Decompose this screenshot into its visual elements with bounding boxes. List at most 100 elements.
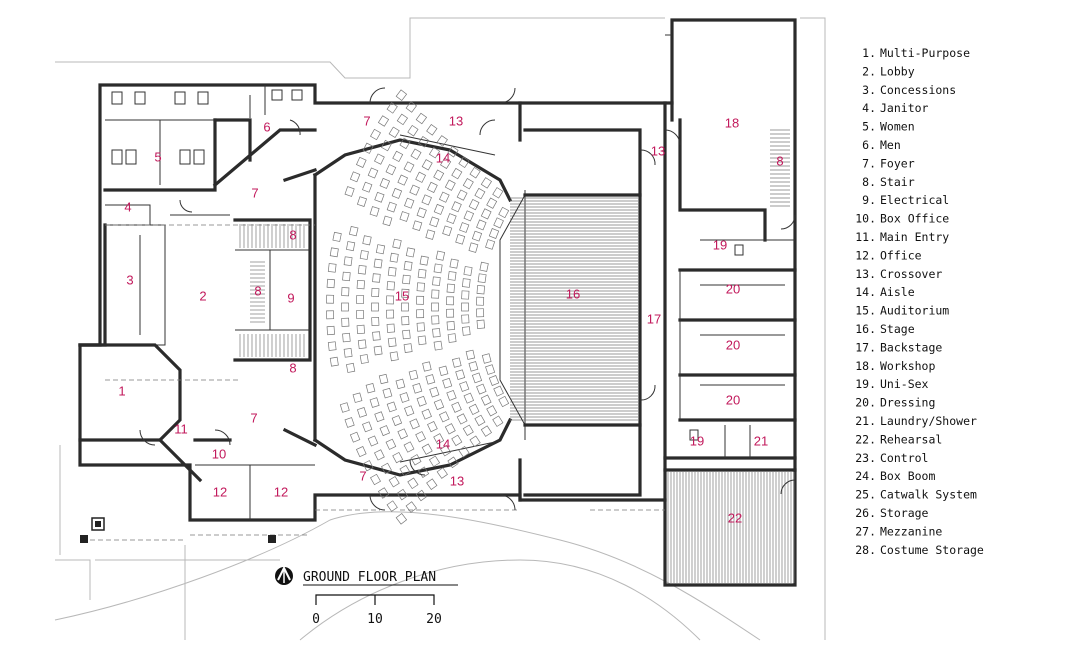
legend-number: 4. <box>862 101 876 115</box>
seat <box>480 394 492 406</box>
seat <box>433 263 443 274</box>
seat <box>474 414 486 427</box>
room-label: 14 <box>436 436 450 451</box>
seat <box>431 289 440 299</box>
seat <box>485 364 496 375</box>
seat <box>399 211 410 222</box>
seat <box>480 177 492 189</box>
seat <box>326 294 335 304</box>
room-label: 4 <box>124 199 131 214</box>
seat <box>468 242 479 253</box>
seat <box>362 181 373 193</box>
legend-label: Aisle <box>880 285 915 299</box>
seat <box>386 201 397 213</box>
seat <box>415 112 428 125</box>
seat <box>359 250 369 260</box>
scale-bar: 0 10 20 <box>312 594 442 627</box>
seat <box>435 250 446 261</box>
seat <box>455 369 466 380</box>
legend-label: Crossover <box>880 267 942 281</box>
seat <box>476 319 486 329</box>
legend-number: 22. <box>855 432 876 446</box>
seat <box>449 258 459 269</box>
seat <box>427 421 438 433</box>
legend-label: Rehearsal <box>880 432 942 446</box>
legend-number: 23. <box>855 451 876 465</box>
seat <box>416 282 425 292</box>
legend-number: 16. <box>855 322 876 336</box>
seat <box>382 215 393 227</box>
seat <box>407 477 419 490</box>
seat <box>451 434 463 447</box>
seat <box>463 266 473 276</box>
seat <box>428 455 441 468</box>
seat <box>408 369 419 381</box>
legend-label: Catwalk System <box>880 488 977 502</box>
seat <box>465 349 476 360</box>
seat <box>355 446 367 458</box>
legend-number: 21. <box>855 414 876 428</box>
seat <box>458 156 470 169</box>
seat <box>459 222 470 233</box>
seat <box>357 265 367 275</box>
seat <box>416 207 427 219</box>
plan-title-block: GROUND FLOOR PLAN 0 10 20 <box>275 565 458 627</box>
seat <box>469 435 481 448</box>
seat <box>442 225 453 237</box>
seat <box>369 206 380 217</box>
seat <box>397 428 409 440</box>
seat <box>409 184 420 196</box>
seat <box>403 161 415 173</box>
seat <box>476 219 487 231</box>
seat <box>427 181 438 193</box>
seat <box>431 302 439 312</box>
seat <box>371 316 380 327</box>
seat <box>385 164 397 176</box>
room-label: 13 <box>450 473 464 488</box>
seat <box>428 146 441 159</box>
room-label: 10 <box>212 446 226 461</box>
seat <box>407 124 419 137</box>
seat <box>371 302 379 312</box>
seat <box>389 252 399 263</box>
seat <box>442 377 453 389</box>
legend-number: 9. <box>862 193 876 207</box>
seat <box>416 395 427 407</box>
seat <box>425 229 436 240</box>
seat <box>401 288 410 298</box>
columns <box>80 517 276 543</box>
room-label: 13 <box>449 113 463 128</box>
room-label: 7 <box>359 468 366 483</box>
seat <box>436 467 448 479</box>
seat <box>447 271 457 281</box>
seat <box>452 357 462 368</box>
stage-edge <box>499 194 526 426</box>
seat <box>447 145 459 158</box>
legend-number: 24. <box>855 469 876 483</box>
dashed-lines <box>90 224 665 541</box>
seat <box>377 115 390 127</box>
room-label: 21 <box>754 433 768 448</box>
seat <box>493 217 504 229</box>
seat <box>426 478 438 490</box>
legend-label: Stair <box>880 175 915 189</box>
auditorium-seating <box>326 89 510 525</box>
legend-label: Multi-Purpose <box>880 46 970 60</box>
seat <box>372 273 381 283</box>
legend-label: Mezzanine <box>880 524 942 538</box>
legend-number: 7. <box>862 156 876 170</box>
seat <box>403 343 413 353</box>
seat <box>371 287 380 298</box>
seat <box>329 356 339 367</box>
seat <box>356 310 365 319</box>
seat <box>488 228 500 239</box>
seat <box>386 295 395 305</box>
seat <box>365 383 376 394</box>
room-label: 13 <box>651 143 665 158</box>
seat <box>344 186 355 197</box>
door-swings <box>139 87 796 511</box>
seat <box>438 365 449 377</box>
seat <box>348 225 359 237</box>
room-label: 7 <box>250 410 257 425</box>
seat <box>433 203 445 215</box>
